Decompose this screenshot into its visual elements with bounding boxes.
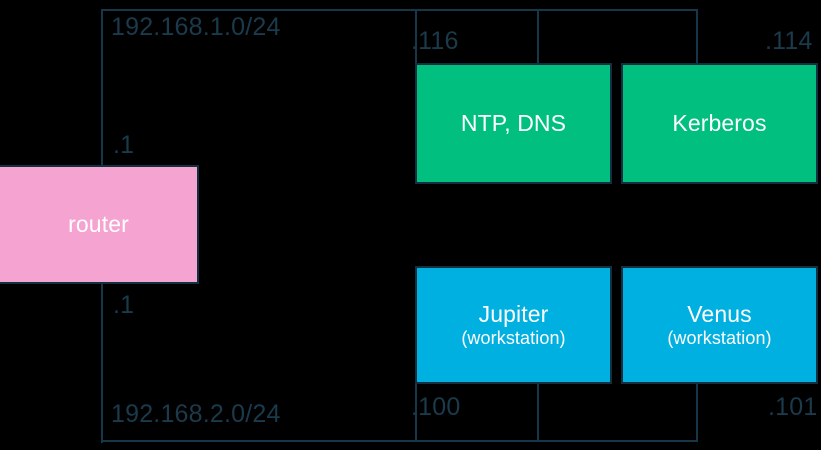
node-venus-title: Venus [687,301,752,328]
top-bus-drop-ntp-dns [415,9,417,64]
node-jupiter-subtitle: (workstation) [461,327,566,348]
node-router-title: router [68,210,129,237]
node-venus-subtitle: (workstation) [667,327,772,348]
address-label-jupiter: .100 [411,393,461,421]
bottom-bus-riser-venus [696,384,698,441]
address-label-router-top: .1 [113,131,135,159]
top-bus-drop-middle [537,9,539,64]
address-label-kerberos: .114 [765,27,813,55]
top-bus-drop-kerberos [696,9,698,64]
address-label-ntp-dns: .116 [411,27,459,55]
node-ntp-dns-title: NTP, DNS [460,109,567,136]
node-jupiter[interactable]: Jupiter (workstation) [415,266,612,384]
node-jupiter-title: Jupiter [478,301,549,328]
address-label-router-bottom: .1 [113,291,135,319]
bottom-bus-riser-jupiter [415,384,417,441]
bottom-bus-riser-middle [537,384,539,441]
bottom-bus-horizontal-line [101,440,698,442]
node-ntp-dns[interactable]: NTP, DNS [415,63,612,184]
node-kerberos[interactable]: Kerberos [621,63,818,184]
node-router[interactable]: router [0,165,199,284]
top-bus-horizontal-line [101,9,698,11]
node-venus[interactable]: Venus (workstation) [621,266,818,384]
node-kerberos-title: Kerberos [672,109,767,136]
subnet-label-192-168-2-0: 192.168.2.0/24 [111,400,281,428]
address-label-venus: .101 [768,393,818,421]
subnet-label-192-168-1-0: 192.168.1.0/24 [111,13,281,41]
